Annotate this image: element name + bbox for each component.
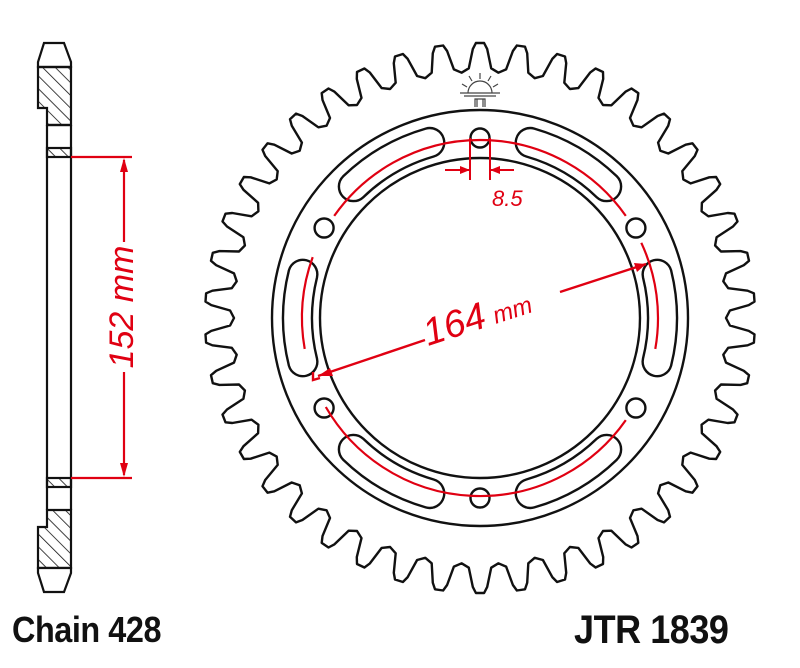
bolt-hole bbox=[625, 397, 647, 419]
lightening-slot bbox=[337, 126, 446, 203]
bolt-hole bbox=[625, 217, 647, 239]
bolt-circle-arcs bbox=[300, 138, 660, 498]
lightening-slot bbox=[514, 126, 623, 203]
dimension-164mm bbox=[311, 262, 647, 382]
side-profile bbox=[36, 41, 73, 594]
lightening-slot bbox=[641, 258, 679, 378]
dimension-152-text: 152 mm bbox=[103, 246, 141, 369]
dimension-8-5-text: 8.5 bbox=[492, 186, 523, 211]
sprocket-front bbox=[204, 41, 756, 595]
lightening-slot bbox=[337, 433, 446, 510]
lightening-slot bbox=[281, 258, 319, 378]
bolt-hole bbox=[469, 127, 491, 149]
lightening-slot bbox=[514, 433, 623, 510]
lightening-slots bbox=[281, 126, 679, 510]
outer-ring bbox=[270, 108, 690, 528]
dimension-152mm bbox=[71, 155, 132, 480]
dimension-164-text: 164mm bbox=[418, 280, 537, 354]
bolt-hole bbox=[469, 487, 491, 509]
dimension-8-5 bbox=[445, 138, 514, 180]
sun-logo-icon bbox=[460, 73, 500, 107]
part-number-label: JTR 1839 bbox=[574, 608, 729, 652]
chain-size-label: Chain 428 bbox=[12, 609, 162, 650]
inner-ring bbox=[318, 156, 642, 480]
sprocket-teeth-outline bbox=[204, 41, 756, 595]
bolt-hole bbox=[313, 217, 335, 239]
bolt-holes bbox=[313, 127, 647, 509]
